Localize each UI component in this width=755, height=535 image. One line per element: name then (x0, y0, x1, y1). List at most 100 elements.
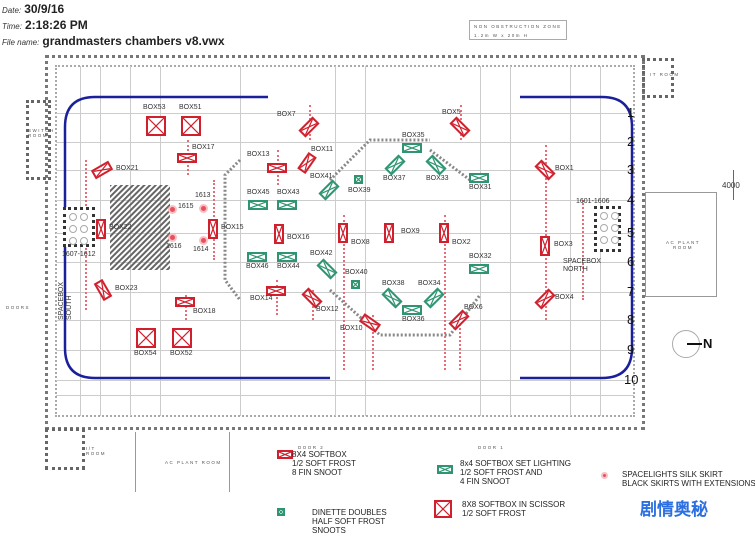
fixture-label: BOX44 (277, 263, 300, 270)
softbox-box53[interactable] (146, 116, 166, 136)
grid-line-vertical (100, 66, 101, 416)
softbox-box34[interactable] (423, 287, 445, 309)
softbox-box22[interactable] (96, 219, 106, 239)
softbox-box7[interactable] (298, 116, 320, 138)
spacebox-south-label: SPACEBOX SOUTH (58, 282, 73, 320)
grid-line-vertical (570, 66, 571, 416)
time-label: Time: (2, 22, 22, 31)
softbox-box15[interactable] (208, 219, 218, 239)
softbox-box2[interactable] (439, 223, 449, 243)
spacelight-1613[interactable] (199, 204, 208, 213)
inner-wall (55, 65, 635, 417)
softbox-box21[interactable] (90, 160, 114, 180)
fixture-label: BOX35 (402, 132, 425, 139)
softbox-box11[interactable] (297, 151, 317, 175)
spacelight-1614[interactable] (199, 236, 208, 245)
softbox-box8[interactable] (338, 223, 348, 243)
spacebox-lamp (69, 237, 77, 245)
softbox-box31[interactable] (469, 173, 489, 183)
softbox-box3[interactable] (540, 236, 550, 256)
switch-room (26, 100, 51, 180)
spacelight-label: 1615 (178, 203, 194, 210)
north-arrow-line (687, 343, 702, 345)
grid-line-horizontal (56, 113, 634, 114)
softbox-box1[interactable] (534, 159, 556, 181)
fixture-label: BOX46 (246, 263, 269, 270)
grid-line-vertical (240, 66, 241, 416)
grid-line-horizontal (56, 200, 634, 201)
it-room-bottom (45, 428, 85, 470)
softbox-box4[interactable] (534, 288, 556, 310)
fixture-label: BOX41 (310, 173, 333, 180)
spacebox-lamp (600, 224, 608, 232)
softbox-box40[interactable] (350, 279, 360, 289)
legend-set-icon (437, 465, 453, 474)
fixture-label: BOX11 (311, 146, 334, 153)
softbox-box38[interactable] (381, 287, 403, 309)
fixture-label: BOX4 (555, 294, 574, 301)
softbox-box44[interactable] (277, 252, 297, 262)
fixture-label: BOX6 (464, 304, 483, 311)
softbox-box14[interactable] (266, 286, 286, 296)
spacelight-label: 1616 (166, 243, 182, 250)
date-value: 30/9/16 (24, 2, 65, 16)
fixture-label: BOX38 (382, 280, 405, 287)
softbox-box41[interactable] (318, 179, 340, 201)
grid-line-vertical (365, 66, 366, 416)
fixture-label: BOX42 (310, 250, 333, 257)
fixture-label: BOX22 (109, 224, 132, 231)
softbox-box9[interactable] (384, 223, 394, 243)
fixture-label: BOX33 (426, 175, 449, 182)
rigging-line (444, 215, 446, 370)
softbox-box10[interactable] (358, 313, 382, 333)
softbox-box42[interactable] (316, 258, 338, 280)
spacebox-lamp (69, 213, 77, 221)
north-label: N (703, 336, 713, 351)
it-room-bottom-label: I/T ROOM (86, 446, 106, 456)
softbox-box18[interactable] (175, 297, 195, 307)
softbox-box52[interactable] (172, 328, 192, 348)
softbox-box54[interactable] (136, 328, 156, 348)
softbox-box32[interactable] (469, 264, 489, 274)
grid-line-vertical (335, 66, 336, 416)
softbox-box46[interactable] (247, 252, 267, 262)
softbox-box17[interactable] (177, 153, 197, 163)
fixture-label: BOX13 (247, 151, 270, 158)
softbox-box33[interactable] (425, 154, 447, 176)
softbox-box13[interactable] (267, 163, 287, 173)
softbox-box51[interactable] (181, 116, 201, 136)
softbox-box5[interactable] (449, 116, 471, 138)
legend-8x8-icon (434, 500, 452, 518)
fixture-label: BOX37 (383, 175, 406, 182)
softbox-box23[interactable] (93, 278, 113, 302)
legend-text: SPACELIGHTS SILK SKIRT BLACK SKIRTS WITH… (622, 470, 755, 488)
spacebox-north-ids: 1601-1606 (576, 198, 610, 205)
rigging-line (459, 315, 461, 370)
dimension-line (733, 170, 734, 200)
softbox-box16[interactable] (274, 224, 284, 244)
softbox-box35[interactable] (402, 143, 422, 153)
softbox-box12[interactable] (301, 287, 323, 309)
spacebox-lamp (80, 213, 88, 221)
spacelight-1616[interactable] (168, 233, 177, 242)
spacelight-label: 1613 (195, 192, 211, 199)
rigging-line (372, 315, 374, 370)
spacelight-1615[interactable] (168, 205, 177, 214)
fixture-label: BOX18 (193, 308, 216, 315)
fixture-label: BOX43 (277, 189, 300, 196)
softbox-box39[interactable] (353, 174, 363, 184)
softbox-box45[interactable] (248, 200, 268, 210)
spacebox-lamp (611, 236, 619, 244)
legend-8x4-icon (277, 450, 293, 459)
ac-plant-bottom (135, 432, 230, 492)
obstruction-size: 1.2m W x 20m H (474, 33, 529, 38)
fixture-label: BOX36 (402, 316, 425, 323)
softbox-box43[interactable] (277, 200, 297, 210)
legend-text: 8X8 SOFTBOX IN SCISSOR 1/2 SOFT FROST (462, 500, 566, 518)
softbox-box36[interactable] (402, 305, 422, 315)
fixture-label: BOX12 (316, 306, 339, 313)
softbox-box6[interactable] (448, 309, 470, 331)
grid-number: 2 (627, 134, 635, 149)
grid-number: 5 (627, 225, 635, 240)
softbox-box37[interactable] (384, 154, 406, 176)
